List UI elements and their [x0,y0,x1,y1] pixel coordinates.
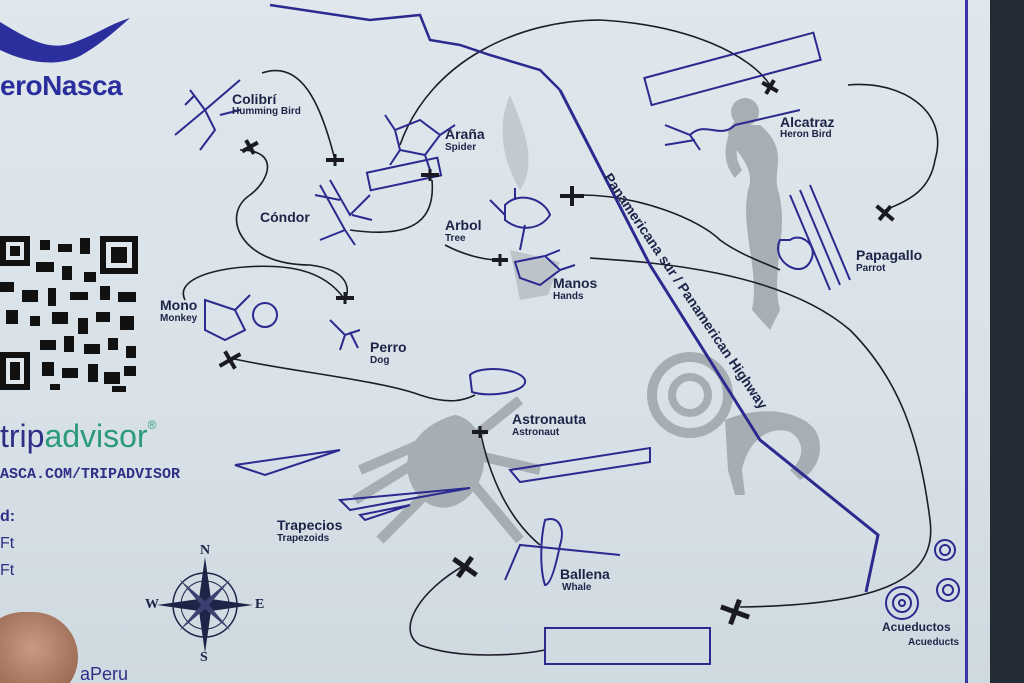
sublabel-ballena: Whale [562,582,592,593]
airplane-icon [241,139,259,155]
trapezoid-left [234,449,341,477]
label-colibri: Colibrí [232,91,277,107]
label-acueductos: Acueductos [882,620,951,634]
tree-figure [489,188,552,251]
spider-figure [384,114,456,171]
airplane-icon [560,186,584,206]
airplane-icon [472,426,488,438]
label-manos: Manos [553,275,598,291]
monkey-figure [204,294,251,342]
airplane-icon [421,169,439,181]
sublabel-alcatraz: Heron Bird [780,129,832,140]
airplane-icon [336,292,354,304]
heron-shadow-head [731,98,759,126]
background-edge [990,0,1024,683]
logo-bird-icon [0,18,130,63]
spider-shadow [352,396,542,544]
monkey-shadow-spiral [647,352,733,438]
sublabel-manos: Hands [553,291,584,302]
brand-name: eroNasca [0,70,123,101]
heron-shadow-body [728,125,782,330]
hummingbird-figure [174,79,241,151]
airstrip-south [544,627,711,665]
airplane-icon [452,555,478,579]
airplane-icon [875,204,895,222]
label-astronauta: Astronauta [512,411,586,427]
heron-shadow-arm [725,120,745,178]
compass-west: W [145,597,159,612]
condor-figure [314,179,373,246]
sublabel-arana: Spider [445,142,477,153]
monkey-spiral [252,302,278,328]
tripadvisor-part1: trip [0,418,45,454]
compass-north: N [200,543,211,558]
monkey-shadow-body [725,411,820,495]
trapezoid-right [508,446,651,484]
sublabel-arbol: Tree [445,233,466,244]
tripadvisor-url[interactable]: ASCA.COM/TRIPADVISOR [0,466,181,483]
sublabel-trapecios: Trapezoids [277,533,330,544]
compass-rose-icon [157,557,253,653]
side-label-3: Ft [0,562,15,579]
parrot-figure [777,184,851,291]
aqueduct-spirals [885,539,960,620]
label-perro: Perro [370,339,407,355]
hands-figure [513,249,576,287]
sublabel-colibri: Humming Bird [232,106,301,117]
tripadvisor-mark: ® [147,418,157,432]
flight-routes [182,19,939,656]
dog-figure [329,319,361,351]
compass-south: S [200,650,208,665]
blue-figures [174,79,851,587]
sublabel-perro: Dog [370,355,390,366]
airplane-icon [761,79,779,95]
grey-figures [352,95,820,544]
side-label-2: Ft [0,535,15,552]
airplane-icon [720,598,750,626]
hands-shadow [510,250,560,300]
northern-border-line [269,3,561,91]
airstrip-small [365,156,443,192]
sublabel-mono: Monkey [160,313,198,324]
label-arbol: Arbol [445,217,482,233]
label-alcatraz: Alcatraz [780,114,835,130]
label-trapecios: Trapecios [277,517,343,533]
astronaut-figure [468,368,527,396]
trapezoid-middle [337,487,471,522]
sublabel-papagallo: Parrot [856,263,886,274]
compass-east: E [255,597,265,612]
tripadvisor-part2: advisor [44,418,148,454]
label-mono: Mono [160,297,198,313]
side-label-1: d: [0,508,16,525]
tripadvisor-logo[interactable]: tripadvisor® [0,418,156,455]
card-border-line [965,0,968,683]
label-papagallo: Papagallo [856,247,923,263]
airplane-icons [218,79,895,626]
qr-code [0,236,138,392]
airplane-icon [326,154,344,166]
sublabel-acueductos: Acueducts [908,637,960,648]
whale-figure [504,518,621,587]
spider-shadow-lines [502,95,529,190]
airstrip-north [643,31,822,107]
airplane-icon [218,350,242,370]
label-condor: Cóndor [260,209,310,225]
sublabel-astronauta: Astronaut [512,427,560,438]
heron-figure [664,109,801,151]
bottom-left-text: aPeru [80,664,129,683]
label-ballena: Ballena [560,566,610,582]
panamerican-highway [558,89,880,593]
label-arana: Araña [445,126,485,142]
airplane-icon [492,254,508,266]
